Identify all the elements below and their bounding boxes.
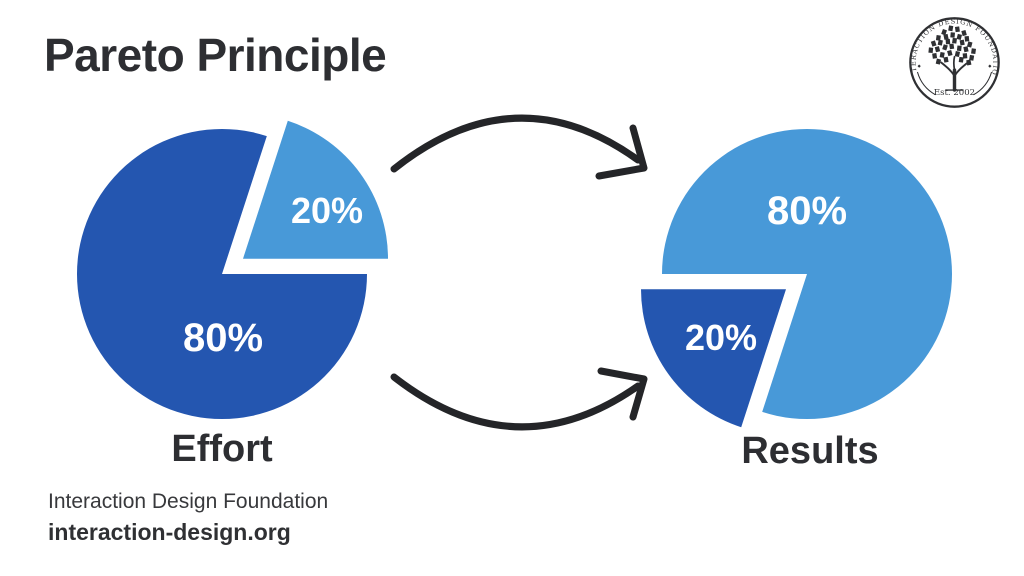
results-pie-20-label: 20%: [685, 317, 757, 358]
results-pie-80-label: 80%: [767, 189, 847, 233]
arrow-bottom-icon: [390, 367, 648, 431]
page-title: Pareto Principle: [44, 29, 387, 81]
idf-logo: INTERACTION DESIGN FOUNDATION: [907, 15, 1000, 108]
effort-caption: Effort: [171, 428, 273, 470]
results-caption: Results: [741, 430, 879, 472]
arrow-top-icon: [390, 114, 648, 180]
footer-url: interaction-design.org: [48, 519, 291, 545]
results-pie: 80% 20%: [641, 128, 952, 428]
effort-pie-20-slice: [243, 120, 388, 259]
effort-pie-80-label: 80%: [183, 316, 263, 360]
footer: Interaction Design Foundation interactio…: [48, 490, 328, 546]
logo-inner-arcs: [916, 71, 993, 96]
footer-org-name: Interaction Design Foundation: [48, 490, 329, 513]
results-pie-20-slice: [641, 289, 786, 428]
effort-pie: 80% 20%: [76, 120, 388, 420]
logo-tree-icon: [928, 25, 977, 92]
effort-pie-20-label: 20%: [291, 190, 363, 231]
effort-pie-80-slice: [76, 129, 367, 420]
results-pie-80-slice: [661, 128, 952, 419]
logo-est-text: Est. 2002: [934, 88, 975, 98]
